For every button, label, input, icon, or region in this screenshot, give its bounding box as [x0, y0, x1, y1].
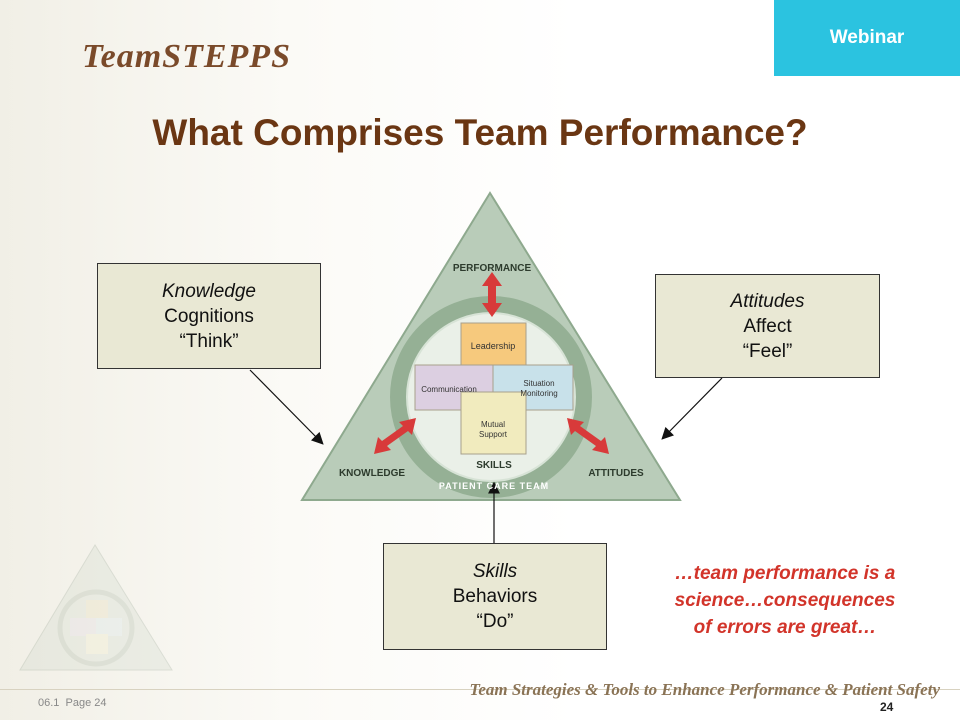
quote-line-1: …team performance is a — [674, 563, 896, 584]
webinar-badge: Webinar — [774, 0, 960, 76]
page-label: Page 24 — [65, 697, 107, 709]
knowledge-title: Knowledge — [161, 280, 257, 302]
attitudes-title: Attitudes — [730, 290, 805, 312]
leadership-label: Leadership — [471, 341, 516, 351]
quote-line-3: of errors are great… — [693, 617, 877, 638]
skills-quote: “Do” — [476, 611, 514, 632]
knowledge-box: Knowledge Cognitions “Think” — [97, 263, 321, 369]
ring-label: PATIENT CARE TEAM — [439, 481, 549, 491]
attitudes-pointer — [661, 377, 723, 440]
page-title: What Comprises Team Performance? — [152, 112, 808, 153]
footer-divider — [0, 689, 960, 690]
mutual-label-1: Mutual — [481, 420, 505, 429]
knowledge-subtitle: Cognitions — [164, 305, 254, 327]
attitudes-quote: “Feel” — [742, 340, 793, 362]
page-info: 06.1 Page 24 — [38, 697, 107, 709]
version-label: 06.1 — [38, 697, 60, 709]
attitudes-subtitle: Affect — [743, 315, 792, 337]
skills-label: SKILLS — [476, 460, 512, 471]
knowledge-arrow — [374, 418, 416, 454]
attitudes-box: Attitudes Affect “Feel” — [655, 274, 880, 378]
performance-arrow — [482, 272, 502, 317]
mutual-label-2: Support — [479, 430, 508, 439]
performance-label: PERFORMANCE — [453, 263, 532, 274]
conclusion-quote: …team performance is a science…consequen… — [630, 560, 940, 641]
situation-label-1: Situation — [523, 379, 554, 388]
teamstepps-logo: TeamSTEPPS — [82, 38, 291, 75]
attitudes-label: ATTITUDES — [588, 468, 644, 479]
page-number: 24 — [880, 700, 894, 714]
mutual-support-block — [460, 391, 527, 455]
knowledge-pointer — [249, 369, 324, 445]
skills-subtitle: Behaviors — [452, 586, 538, 607]
situation-label-2: Monitoring — [520, 389, 557, 398]
knowledge-label: KNOWLEDGE — [339, 468, 405, 479]
skills-box: Skills Behaviors “Do” — [383, 543, 607, 650]
quote-line-2: science…consequences — [674, 590, 896, 611]
footer-tagline: Team Strategies & Tools to Enhance Perfo… — [469, 680, 941, 699]
communication-label: Communication — [421, 385, 477, 394]
knowledge-quote: “Think” — [179, 330, 239, 352]
skills-title: Skills — [472, 561, 518, 582]
attitudes-arrow — [567, 418, 609, 454]
